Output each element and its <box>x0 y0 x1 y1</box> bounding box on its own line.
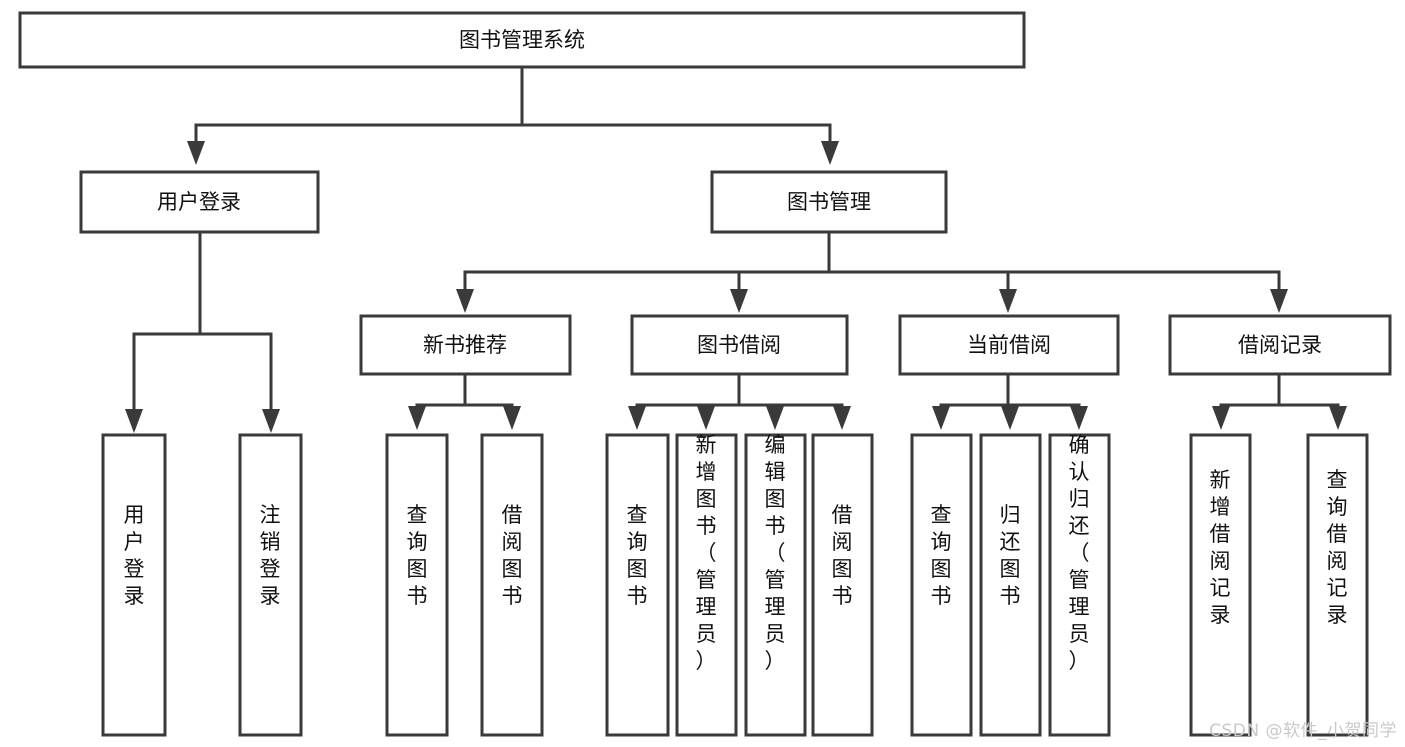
leaf-book-borrow-4-label: 借阅图书 <box>832 503 853 608</box>
leaf-book-borrow-2-label: 新增图书（管理员） <box>696 433 717 673</box>
leaf-book-borrow-3-box <box>744 433 807 737</box>
leaf-user-login-1-label: 用户登录 <box>124 503 145 608</box>
leaf-book-borrow-4[interactable]: 借阅图书 <box>811 433 874 737</box>
leaf-current-borrow-1-box <box>910 433 973 737</box>
leaf-new-book-2[interactable]: 借阅图书 <box>480 433 544 737</box>
node-book-management-label: 图书管理 <box>787 190 871 214</box>
leaf-book-borrow-4-box <box>811 433 874 737</box>
node-new-book-recommend-label: 新书推荐 <box>423 333 507 357</box>
arrow-user-login-leaf2-icon <box>262 409 280 433</box>
arrow-current-leaf3-icon <box>1070 406 1088 430</box>
arrow-root-to-book-mgmt-icon <box>821 141 839 165</box>
node-user-login-label: 用户登录 <box>157 190 241 214</box>
leaf-book-borrow-2-box <box>675 433 738 737</box>
node-book-management-box <box>710 170 948 234</box>
node-book-borrow-box <box>630 314 849 376</box>
leaf-user-login-1[interactable]: 用户登录 <box>101 433 167 737</box>
node-current-borrow[interactable]: 当前借阅 <box>898 314 1120 376</box>
arrow-to-new-book-icon <box>456 289 474 313</box>
node-root-label: 图书管理系统 <box>459 28 585 52</box>
leaf-borrow-record-2[interactable]: 查询借阅记录 <box>1306 433 1369 737</box>
arrow-to-current-icon <box>999 289 1017 313</box>
leaf-new-book-1-label: 查询图书 <box>407 503 428 608</box>
node-book-management[interactable]: 图书管理 <box>710 170 948 234</box>
leaf-borrow-record-2-box <box>1306 433 1369 737</box>
leaf-book-borrow-1-label: 查询图书 <box>627 503 648 608</box>
leaf-user-login-2-box <box>238 433 303 737</box>
leaf-current-borrow-2-label: 归还图书 <box>1000 503 1021 608</box>
leaf-user-login-1-box <box>101 433 167 737</box>
connector-layer <box>125 65 1347 433</box>
node-book-borrow-label: 图书借阅 <box>697 333 781 357</box>
node-user-login-box <box>79 170 320 234</box>
arrow-current-leaf1-icon <box>932 406 950 430</box>
leaf-current-borrow-3-label: 确认归还（管理员） <box>1069 433 1090 673</box>
leaf-borrow-record-1-label: 新增借阅记录 <box>1210 468 1231 627</box>
leaf-user-login-2-label: 注销登录 <box>260 503 281 608</box>
leaf-current-borrow-2[interactable]: 归还图书 <box>979 433 1042 737</box>
node-borrow-record-box <box>1168 314 1392 376</box>
arrow-borrow-leaf1-icon <box>628 406 646 430</box>
node-borrow-record[interactable]: 借阅记录 <box>1168 314 1392 376</box>
node-current-borrow-label: 当前借阅 <box>967 333 1051 357</box>
leaf-new-book-2-label: 借阅图书 <box>502 503 523 608</box>
node-current-borrow-box <box>898 314 1120 376</box>
leaf-current-borrow-2-box <box>979 433 1042 737</box>
node-root-box <box>18 11 1026 69</box>
arrow-record-leaf2-icon <box>1329 406 1347 430</box>
arrow-borrow-leaf4-icon <box>833 406 851 430</box>
leaf-current-borrow-1[interactable]: 查询图书 <box>910 433 973 737</box>
arrow-new-book-leaf1-icon <box>408 406 426 430</box>
arrow-to-borrow-icon <box>730 289 748 313</box>
node-book-borrow[interactable]: 图书借阅 <box>630 314 849 376</box>
leaf-borrow-record-2-label: 查询借阅记录 <box>1327 468 1348 627</box>
node-new-book-recommend[interactable]: 新书推荐 <box>359 314 572 376</box>
leaf-current-borrow-1-label: 查询图书 <box>931 503 952 608</box>
arrow-borrow-leaf2-icon <box>697 406 715 430</box>
arrow-borrow-leaf3-icon <box>766 406 784 430</box>
node-borrow-record-label: 借阅记录 <box>1238 333 1322 357</box>
leaf-book-borrow-2[interactable]: 新增图书（管理员） <box>675 433 738 737</box>
node-user-login[interactable]: 用户登录 <box>79 170 320 234</box>
leaf-book-borrow-3[interactable]: 编辑图书（管理员） <box>744 433 807 737</box>
arrow-to-record-icon <box>1270 289 1288 313</box>
leaf-book-borrow-1[interactable]: 查询图书 <box>605 433 670 737</box>
node-root[interactable]: 图书管理系统 <box>18 11 1026 69</box>
leaf-new-book-1-box <box>385 433 449 737</box>
leaf-current-borrow-3[interactable]: 确认归还（管理员） <box>1048 433 1111 737</box>
arrow-user-login-leaf1-icon <box>125 409 143 433</box>
arrow-new-book-leaf2-icon <box>503 406 521 430</box>
leaf-borrow-record-1[interactable]: 新增借阅记录 <box>1189 433 1252 737</box>
leaf-new-book-2-box <box>480 433 544 737</box>
leaf-book-borrow-3-label: 编辑图书（管理员） <box>765 433 786 673</box>
leaf-borrow-record-1-box <box>1189 433 1252 737</box>
leaf-user-login-2[interactable]: 注销登录 <box>238 433 303 737</box>
node-new-book-recommend-box <box>359 314 572 376</box>
arrow-current-leaf2-icon <box>1001 406 1019 430</box>
leaf-new-book-1[interactable]: 查询图书 <box>385 433 449 737</box>
arrow-root-to-user-login-icon <box>187 141 205 165</box>
leaf-book-borrow-1-box <box>605 433 670 737</box>
leaf-current-borrow-3-box <box>1048 433 1111 737</box>
arrow-record-leaf1-icon <box>1212 406 1230 430</box>
